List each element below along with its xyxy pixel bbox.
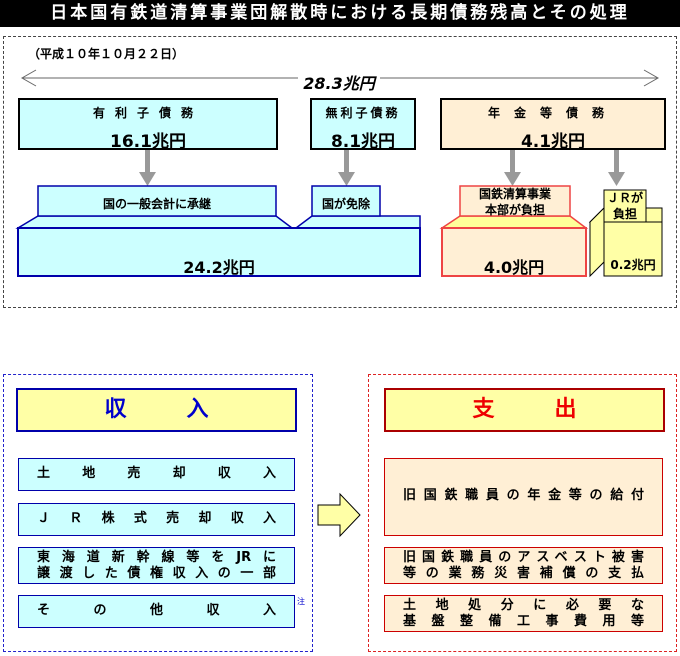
income-item-other: その他収入 [18, 595, 295, 628]
income-note-mark: 注 [297, 597, 305, 606]
national-total-value: 24.2兆円 [183, 258, 255, 277]
settlement-hq-label: 国鉄清算事業 本部が負担 [478, 187, 551, 217]
expense-item-pension: 旧国鉄職員の年金等の給付 [384, 458, 663, 536]
pension-debt-box: 年金等債務 4.1兆円 [440, 98, 666, 152]
income-item-land-sale: 土地売却収入 [18, 458, 295, 491]
expense-header: 支出 [384, 388, 665, 432]
total-debt-value: 28.3兆円 [298, 70, 380, 94]
expense-item-asbestos: 旧国鉄職員のアスベスト被害 等の業務災害補償の支払 [384, 547, 663, 584]
expense-frame [368, 374, 677, 652]
noninterest-debt-label: 無利子債務 [325, 106, 401, 120]
jr-burden-label: ＪＲが 負担 [606, 191, 643, 221]
page-title: 日本国有鉄道清算事業団解散時における長期債務残高とその処理 [0, 0, 680, 27]
interest-debt-value: 16.1兆円 [110, 132, 186, 152]
income-item-shinkansen-credit: 東海道新幹線等をJRに 譲渡した債権収入の一部 [18, 547, 295, 584]
general-account-label: 国の一般会計に承継 [102, 197, 211, 211]
jr-burden-value: 0.2兆円 [610, 258, 656, 272]
settlement-value: 4.0兆円 [483, 258, 545, 277]
pension-debt-label: 年金等債務 [487, 106, 618, 120]
noninterest-debt-box: 無利子債務 8.1兆円 [310, 98, 416, 152]
expense-item-land-infra: 土地処分に必要な 基盤整備工事費用等 [384, 595, 663, 632]
exemption-label: 国が免除 [321, 197, 370, 211]
pension-debt-value: 4.1兆円 [520, 132, 586, 152]
income-header: 収入 [16, 388, 297, 432]
interest-debt-box: 有利子債務 16.1兆円 [18, 98, 278, 152]
income-item-jr-stock: ＪＲ株式売却収入 [18, 503, 295, 536]
interest-debt-label: 有利子債務 [92, 106, 203, 120]
date-label: （平成１０年１０月２２日） [28, 47, 185, 61]
noninterest-debt-value: 8.1兆円 [330, 132, 396, 152]
debt-frame [3, 36, 677, 308]
income-frame [3, 374, 313, 652]
